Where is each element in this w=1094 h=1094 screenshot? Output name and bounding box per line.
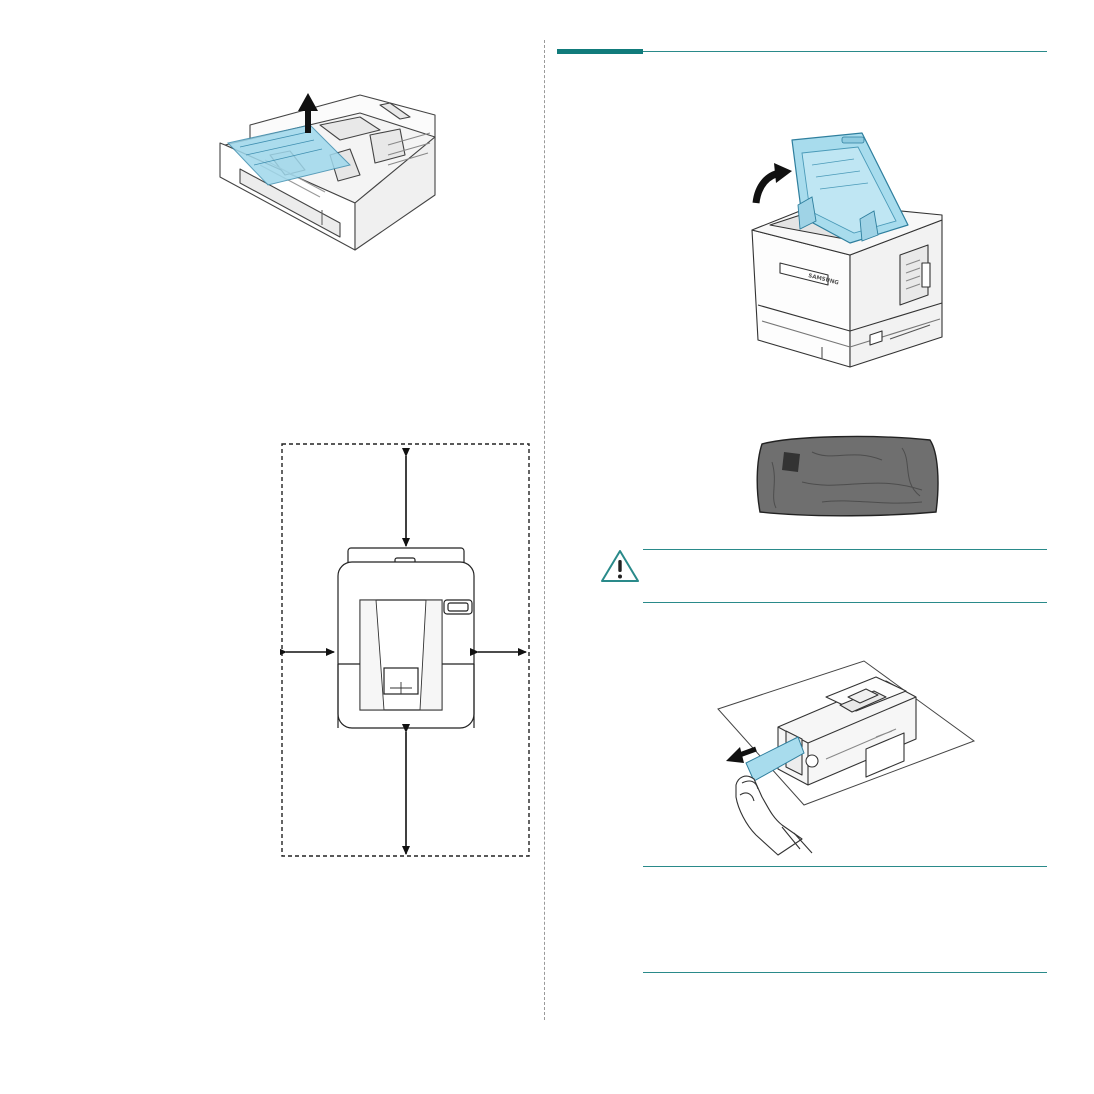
open-top-cover (791, 132, 909, 244)
hand-illustration (735, 775, 813, 856)
curved-arrow-icon (752, 163, 792, 204)
clearance-arrows (280, 448, 527, 855)
caution-icon (601, 550, 639, 582)
blue-plate-highlight (227, 124, 351, 186)
protective-bag (756, 435, 939, 517)
caution-top-rule (643, 549, 1047, 550)
column-divider (544, 40, 545, 1020)
left-arrow-icon (726, 746, 757, 763)
caution-bottom-rule (643, 602, 1047, 603)
note-top-rule (643, 866, 1047, 867)
up-arrow-icon (298, 93, 318, 133)
remove-sealing-tape-illustration (717, 660, 976, 856)
note-bottom-rule (643, 972, 1047, 973)
printer-open-cover-illustration: SAMSUNG (751, 132, 943, 368)
sealing-tape (745, 736, 805, 782)
printer-top-view (337, 547, 475, 729)
cartridge-in-bag-illustration (756, 435, 939, 517)
section-accent-bar (557, 49, 643, 54)
section-header-rule (643, 51, 1047, 52)
clearance-diagram (280, 443, 530, 857)
paper-tray-illustration (219, 93, 436, 251)
